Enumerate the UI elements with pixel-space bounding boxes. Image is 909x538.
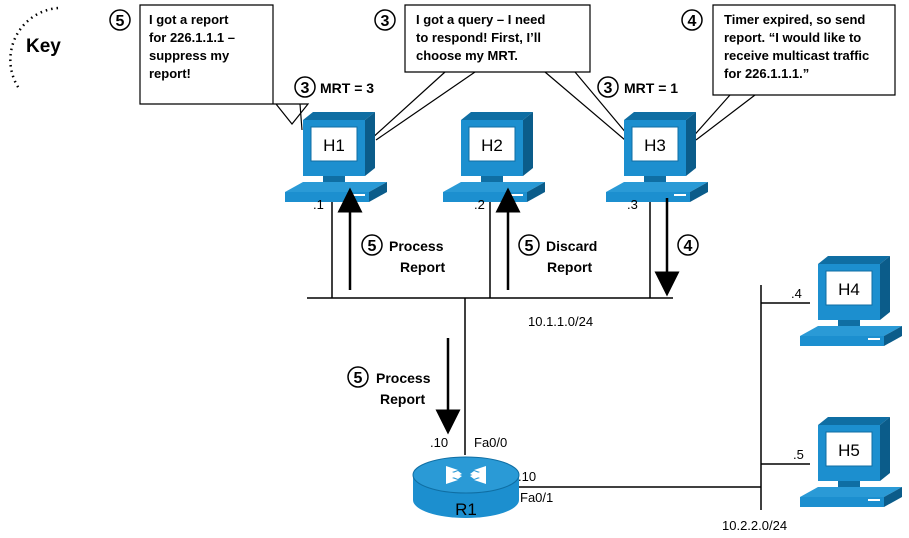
- callout-line: report!: [149, 66, 191, 81]
- router-arrows-icon: [446, 466, 486, 484]
- router-name: R1: [455, 500, 477, 519]
- callout-line: receive multicast traffic: [724, 48, 869, 63]
- callout-middle: 3 I got a query – I need to respond! Fir…: [369, 4, 633, 141]
- step-number: 4: [688, 13, 697, 30]
- mrt-h1: 3 MRT = 3: [294, 76, 374, 98]
- step-number: 5: [354, 370, 363, 387]
- flow-h1-up: 5 Process Report: [337, 187, 445, 290]
- callout-line: I got a report: [149, 12, 229, 27]
- host-name: H4: [838, 280, 860, 299]
- host-h1: H1: [284, 111, 388, 203]
- callout-line: suppress my: [149, 48, 230, 63]
- callout-line: to respond! First, I’ll: [416, 30, 541, 45]
- mrt-text: MRT = 3: [320, 80, 374, 96]
- network-label: 10.1.1.0/24: [528, 314, 593, 329]
- flow-label: Process: [389, 238, 444, 254]
- step-number: 5: [116, 13, 125, 30]
- callout-line: for 226.1.1.1 –: [149, 30, 235, 45]
- step-number: 3: [381, 13, 390, 30]
- lan2-segment: 10.2.2.0/24: [516, 285, 810, 533]
- mrt-text: MRT = 1: [624, 80, 678, 96]
- host-name: H3: [644, 136, 666, 155]
- callout-line: Timer expired, so send: [724, 12, 865, 27]
- flow-router-in: 5 Process Report: [347, 338, 461, 435]
- step-number: 5: [525, 238, 534, 255]
- flow-label: Process: [376, 370, 431, 386]
- host-h4: H4: [799, 255, 903, 347]
- step-badge: [518, 234, 540, 256]
- interface-address: .10: [430, 435, 448, 450]
- callout-h1: 5 I got a report for 226.1.1.1 – suppres…: [109, 4, 310, 131]
- host-address: .3: [627, 197, 638, 212]
- flow-h2-up: 5 Discard Report: [495, 187, 597, 290]
- callout-h3: 4 Timer expired, so send report. “I woul…: [681, 4, 896, 141]
- network-label: 10.2.2.0/24: [722, 518, 787, 533]
- host-address: .5: [793, 447, 804, 462]
- host-name: H1: [323, 136, 345, 155]
- flow-label: Report: [400, 259, 445, 275]
- step-number: 4: [684, 238, 693, 255]
- callout-line: for 226.1.1.1.”: [724, 66, 809, 81]
- router-r1: R1: [412, 456, 520, 519]
- host-address: .4: [791, 286, 802, 301]
- step-badge: [361, 234, 383, 256]
- step-badge: [347, 366, 369, 388]
- callout-line: I got a query – I need: [416, 12, 545, 27]
- step-badge: [681, 9, 703, 31]
- step-badge: [374, 9, 396, 31]
- mrt-h3: 3 MRT = 1: [597, 76, 678, 98]
- interface-label: Fa0/1: [520, 490, 553, 505]
- flow-h3-down: 4: [654, 198, 699, 297]
- step-badge: [294, 76, 316, 98]
- step-badge: [597, 76, 619, 98]
- host-name: H2: [481, 136, 503, 155]
- key-label: Key: [26, 36, 61, 57]
- flow-label: Report: [547, 259, 592, 275]
- interface-address: .10: [518, 469, 536, 484]
- step-number: 5: [368, 238, 377, 255]
- host-address: .2: [474, 197, 485, 212]
- step-number: 3: [604, 80, 613, 97]
- host-address: .1: [313, 197, 324, 212]
- callout-line: choose my MRT.: [416, 48, 518, 63]
- host-h2: H2: [442, 111, 546, 203]
- host-name: H5: [838, 441, 860, 460]
- lan1-segment: 10.1.1.0/24: [307, 193, 673, 455]
- step-number: 3: [301, 80, 310, 97]
- interface-label: Fa0/0: [474, 435, 507, 450]
- step-badge: [677, 234, 699, 256]
- callout-line: report. “I would like to: [724, 30, 861, 45]
- key-badge: Key: [9, 6, 61, 91]
- host-h5: H5: [799, 416, 903, 508]
- flow-label: Report: [380, 391, 425, 407]
- step-badge: [109, 9, 131, 31]
- flow-label: Discard: [546, 238, 597, 254]
- host-h3: H3: [605, 111, 709, 203]
